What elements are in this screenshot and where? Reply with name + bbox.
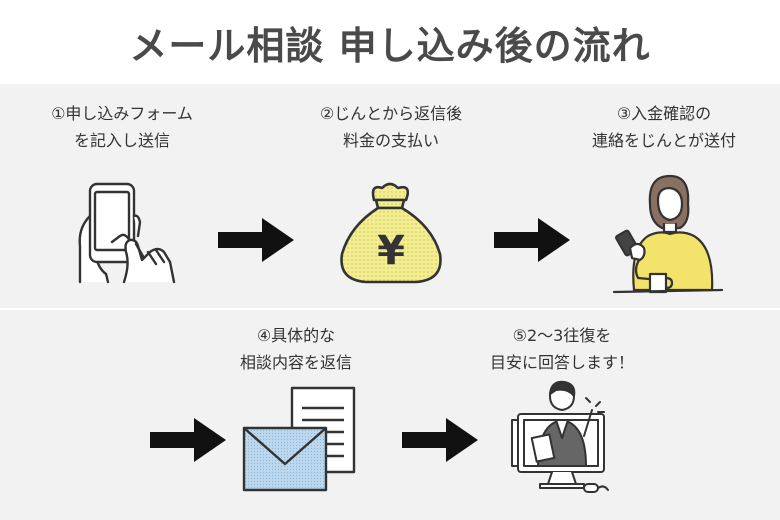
step-1-line-2: を記入し送信 [73, 131, 170, 150]
step-1-line-1: ①申し込みフォーム [51, 104, 193, 123]
step-3-line-1: ③入金確認の [616, 104, 712, 123]
step-4-label: ④具体的な 相談内容を返信 [240, 322, 352, 376]
step-4-line-2: 相談内容を返信 [239, 353, 353, 372]
step-5-line-1: ⑤2～3往復を [512, 326, 612, 345]
step-4-line-1: ④具体的な [256, 326, 336, 345]
yen-symbol: ¥ [377, 228, 405, 274]
envelope-document-icon [242, 386, 356, 492]
page-title: メール相談 申し込み後の流れ [129, 23, 651, 68]
step-3-line-2: 連絡をじんとが送付 [591, 131, 737, 150]
step-3-label: ③入金確認の 連絡をじんとが送付 [592, 100, 736, 154]
step-1-label: ①申し込みフォーム を記入し送信 [51, 100, 193, 154]
step-2-label: ②じんとから返信後 料金の支払い [320, 100, 462, 154]
online-consultant-icon [511, 380, 609, 493]
step-5-line-2: 目安に回答します！ [489, 353, 635, 372]
steps-row-2 [0, 310, 780, 520]
smartphone-hand-icon [78, 182, 176, 284]
step-5-label: ⑤2～3往復を 目安に回答します！ [490, 322, 634, 376]
row-divider [0, 308, 780, 310]
arrow-right-icon [150, 418, 226, 462]
woman-phone-icon [612, 174, 724, 294]
money-bag-icon: ¥ [340, 182, 442, 284]
arrow-right-icon [494, 218, 570, 262]
arrow-right-icon [218, 218, 294, 262]
arrow-right-icon [402, 418, 478, 462]
step-2-line-2: 料金の支払い [342, 131, 440, 150]
step-2-line-1: ②じんとから返信後 [319, 104, 463, 123]
